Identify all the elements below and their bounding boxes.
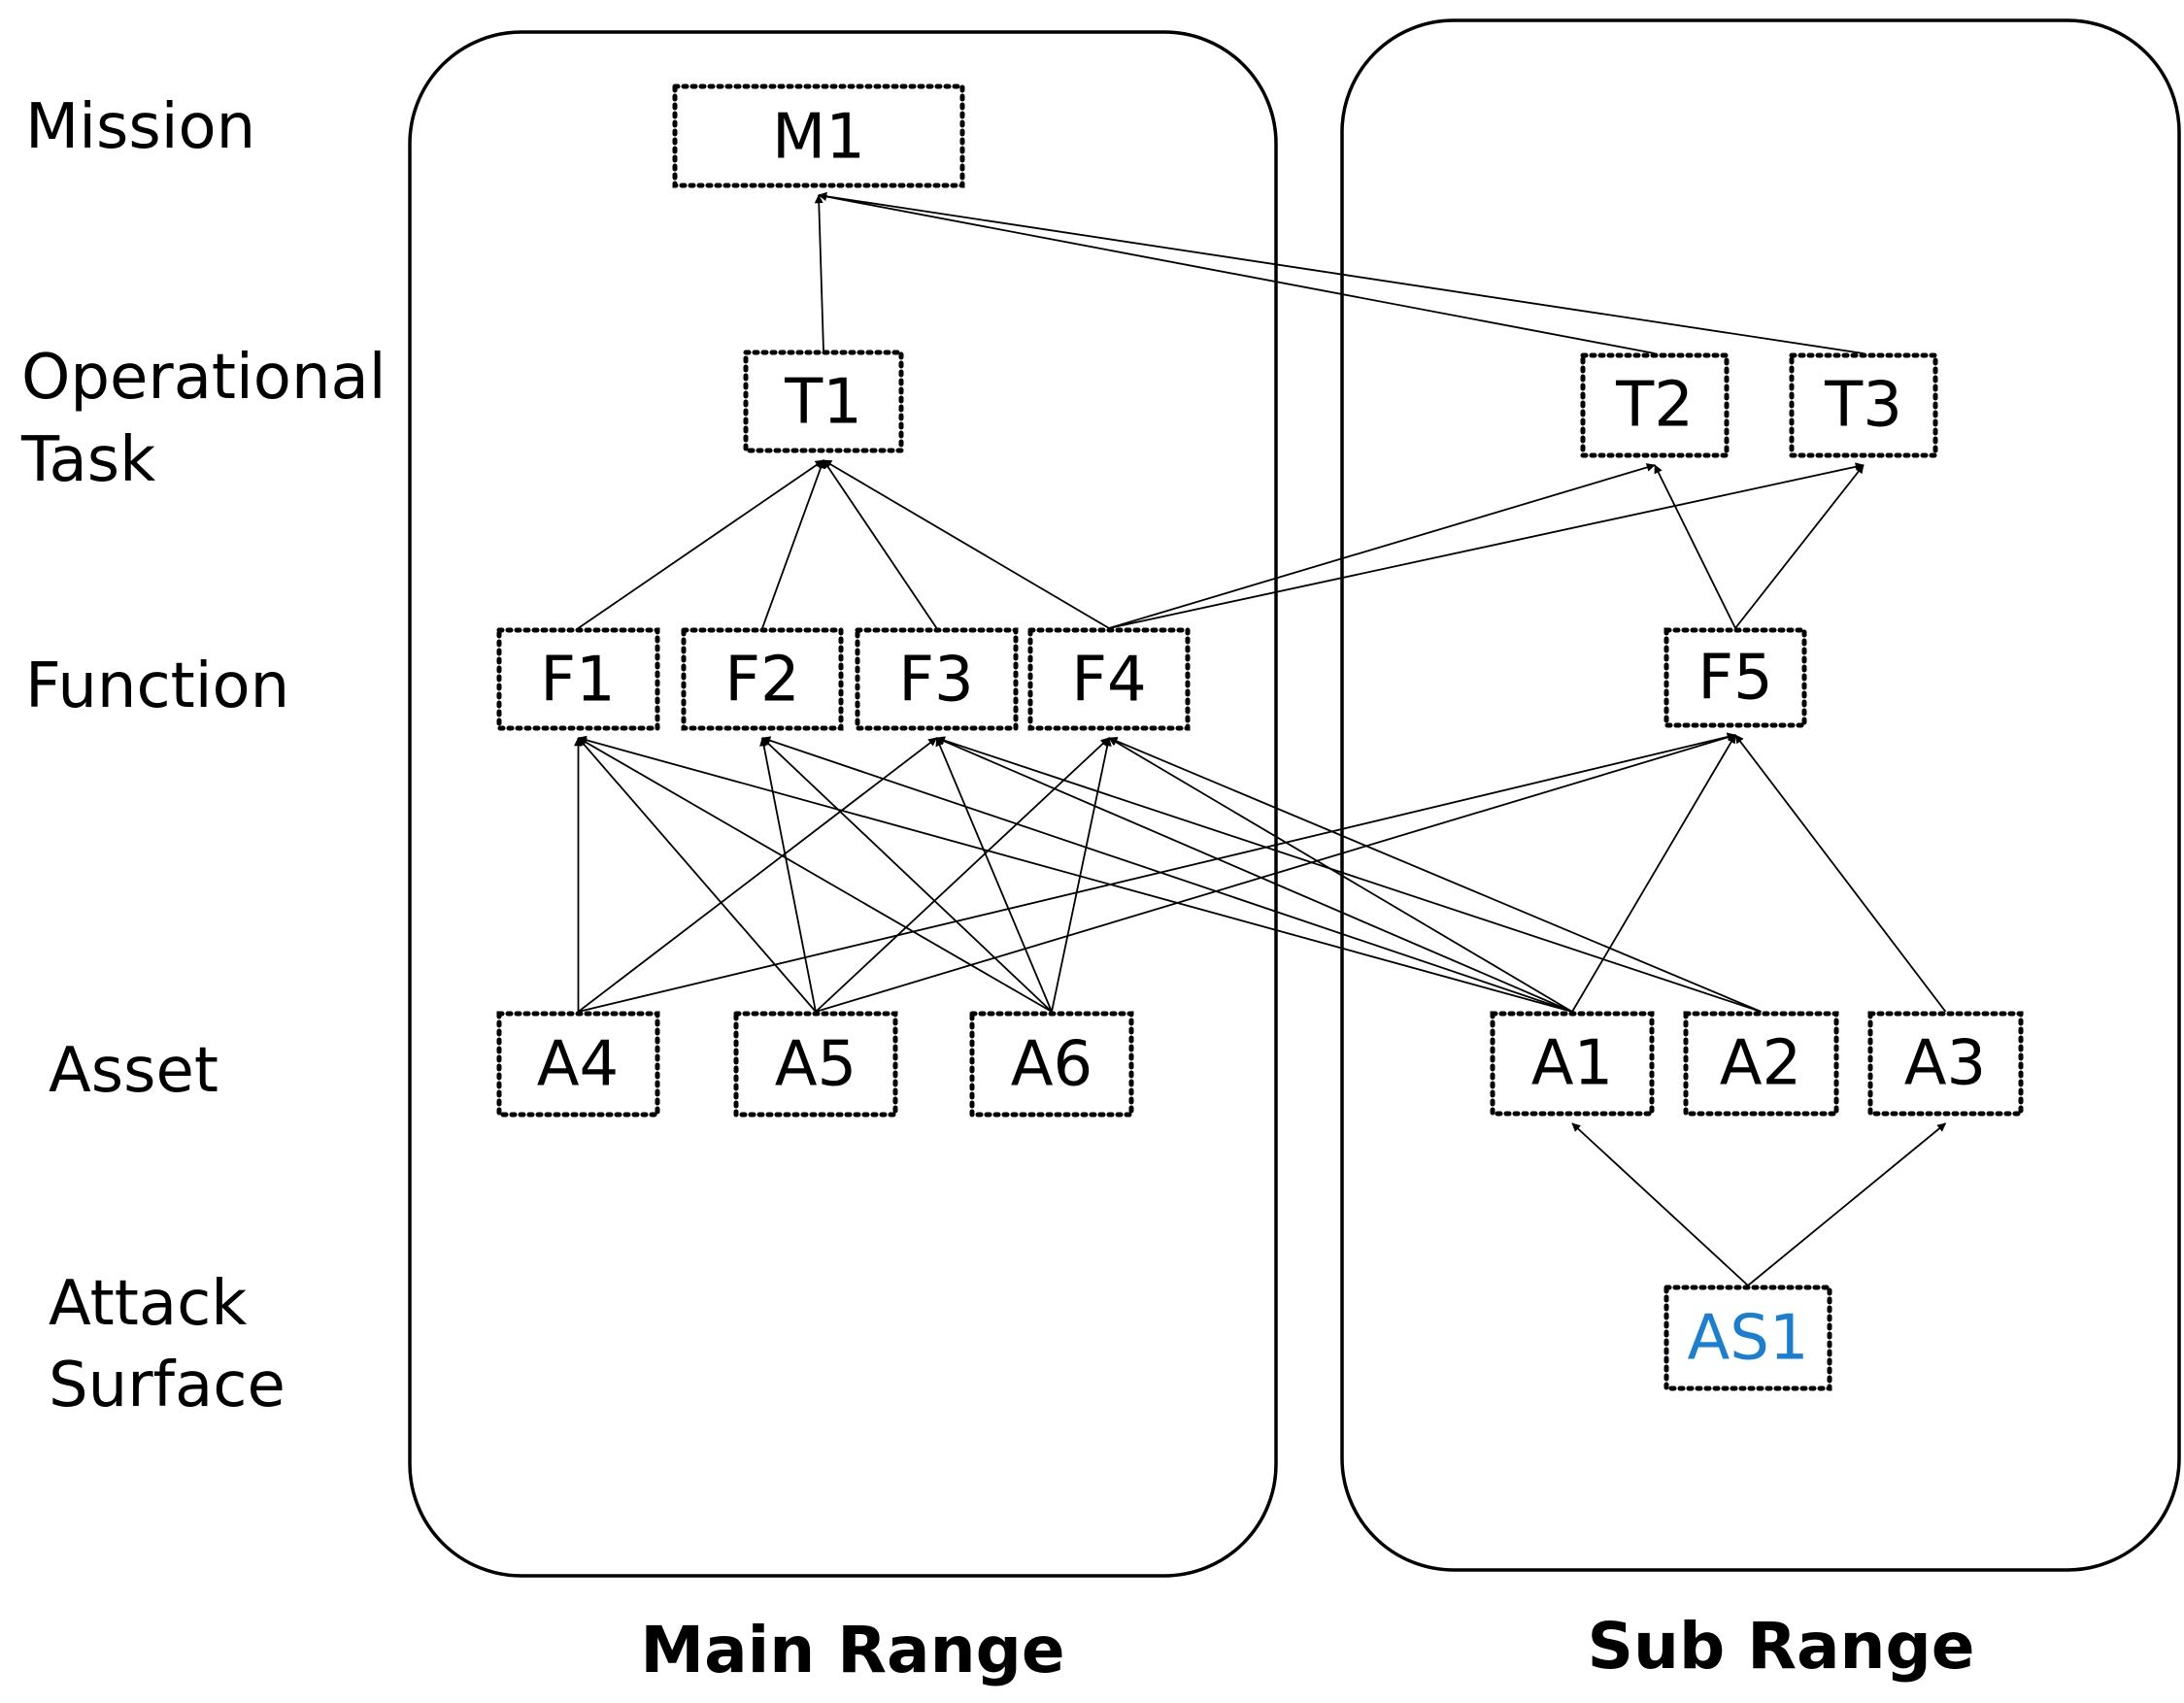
node-label-F3: F3	[898, 645, 974, 717]
edge-AS1-to-A1	[1571, 1122, 1749, 1286]
node-F1: F1	[496, 627, 660, 731]
node-F2: F2	[681, 627, 844, 731]
node-F5: F5	[1663, 627, 1807, 728]
node-label-T1: T1	[784, 367, 862, 439]
node-F3: F3	[855, 627, 1019, 731]
level-label-asset: Asset	[49, 1035, 218, 1107]
edge-F3-to-T1	[823, 459, 938, 629]
edge-layer	[574, 191, 1947, 1286]
edge-F5-to-T3	[1734, 464, 1865, 629]
node-label-A3: A3	[1904, 1028, 1987, 1100]
edge-T2-to-M1	[818, 192, 1656, 354]
level-label-attack-surface: Attack Surface	[49, 1268, 286, 1421]
node-F4: F4	[1027, 627, 1191, 731]
node-T1: T1	[743, 350, 904, 453]
level-label-operational-task: Operational Task	[20, 342, 406, 496]
edge-A1-to-F2	[761, 736, 1573, 1013]
edge-A5-to-F2	[759, 737, 817, 1013]
node-label-T3: T3	[1824, 370, 1902, 442]
edge-A4-to-F5	[578, 732, 1736, 1013]
node-A1: A1	[1490, 1011, 1655, 1117]
edge-A6-to-F4	[1051, 737, 1112, 1013]
node-label-F2: F2	[724, 645, 800, 717]
node-T2: T2	[1580, 352, 1730, 458]
node-label-A6: A6	[1011, 1029, 1093, 1101]
node-M1: M1	[672, 83, 965, 188]
edge-T3-to-M1	[818, 191, 1865, 354]
level-label-function: Function	[25, 651, 289, 722]
node-A3: A3	[1867, 1011, 2024, 1117]
edge-F4-to-T2	[1108, 463, 1656, 629]
edge-A1-to-F3	[935, 737, 1573, 1013]
edge-F1-to-T1	[577, 459, 824, 629]
edge-A4-to-F3	[577, 737, 938, 1013]
edge-A6-to-F2	[761, 737, 1053, 1013]
node-label-A4: A4	[537, 1029, 620, 1101]
edge-A1-to-F1	[577, 735, 1573, 1013]
edge-F5-to-T2	[1654, 464, 1736, 629]
edge-A2-to-F3	[935, 736, 1762, 1013]
edge-A5-to-F1	[577, 737, 817, 1013]
edge-A6-to-F1	[577, 737, 1053, 1013]
node-label-A5: A5	[775, 1029, 857, 1101]
node-label-A1: A1	[1531, 1028, 1614, 1100]
node-AS1: AS1	[1663, 1285, 1832, 1391]
edge-T1-to-M1	[814, 194, 824, 351]
node-label-A2: A2	[1720, 1028, 1802, 1100]
range-label-main: Main Range	[640, 1613, 1064, 1687]
edge-A5-to-F5	[815, 733, 1736, 1013]
node-A6: A6	[969, 1011, 1134, 1118]
node-label-F1: F1	[540, 645, 616, 717]
edge-A6-to-F3	[935, 737, 1053, 1013]
edge-A1-to-F5	[1571, 734, 1736, 1013]
sub-range-container	[1340, 18, 2181, 1572]
edge-F4-to-T1	[823, 459, 1110, 629]
edge-A2-to-F4	[1108, 737, 1762, 1013]
node-label-T2: T2	[1615, 370, 1694, 442]
edge-A3-to-F5	[1734, 734, 1947, 1013]
node-label-F5: F5	[1697, 643, 1773, 715]
main-range-container	[408, 30, 1278, 1578]
node-A5: A5	[733, 1011, 898, 1118]
node-A2: A2	[1683, 1011, 1839, 1117]
node-T3: T3	[1789, 352, 1938, 458]
edge-A1-to-F4	[1108, 737, 1573, 1013]
node-label-M1: M1	[772, 102, 865, 174]
edge-AS1-to-A3	[1747, 1122, 1947, 1286]
node-label-AS1: AS1	[1687, 1303, 1808, 1375]
edge-F2-to-T1	[761, 459, 825, 629]
edge-F4-to-T3	[1108, 462, 1865, 629]
edge-A5-to-F4	[815, 737, 1110, 1013]
range-label-sub: Sub Range	[1587, 1609, 1974, 1684]
level-label-mission: Mission	[25, 91, 255, 163]
node-A4: A4	[496, 1011, 660, 1118]
node-label-F4: F4	[1071, 645, 1147, 717]
